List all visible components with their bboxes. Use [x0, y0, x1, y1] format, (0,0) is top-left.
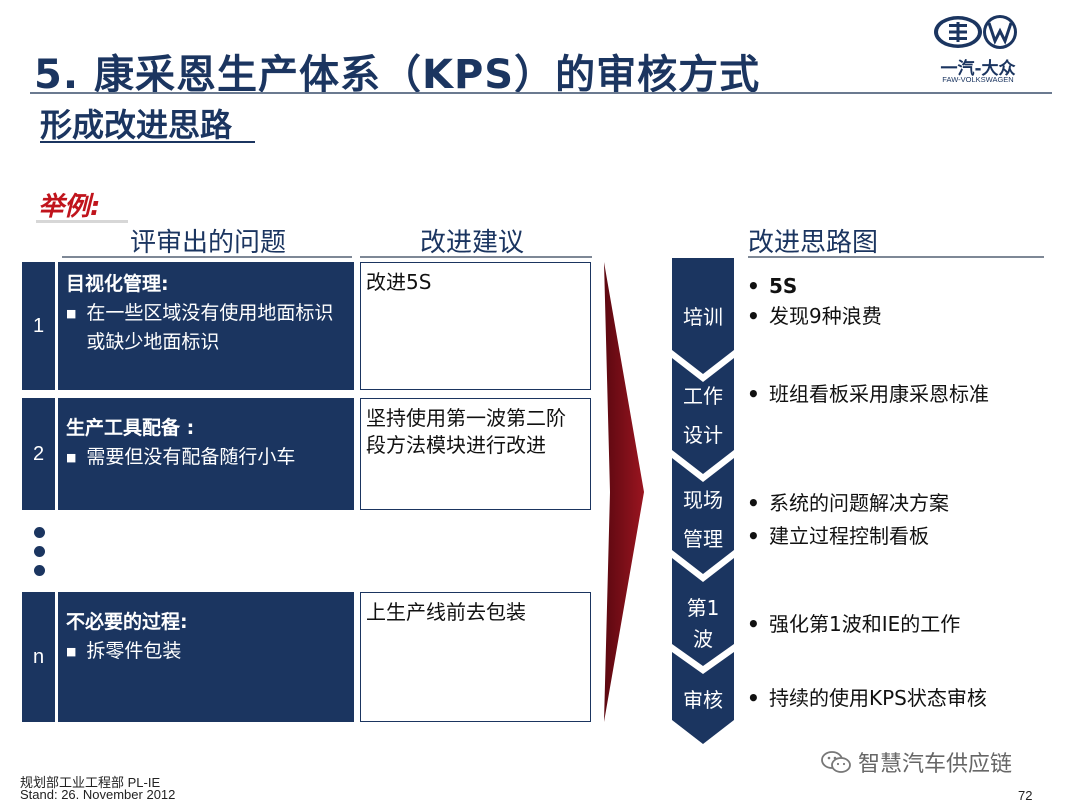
- step-label: 现场: [683, 488, 723, 512]
- page-number: 72: [1018, 788, 1033, 803]
- step-bullet-text: 强化第1波和IE的工作: [769, 612, 961, 636]
- watermark: 智慧汽车供应链: [820, 746, 1012, 778]
- step-label: 波: [693, 627, 713, 651]
- suggestion-card: 改进5S: [360, 262, 591, 390]
- red-arrow-icon: [604, 262, 644, 722]
- issue-card: 不必要的过程: ■ 拆零件包装: [58, 592, 354, 722]
- process-chevrons: [672, 258, 734, 744]
- suggestion-card: 上生产线前去包装: [360, 592, 591, 722]
- issues-column-rule: [62, 256, 352, 258]
- step-bullet-text: 持续的使用KPS状态审核: [769, 686, 987, 710]
- footer-date: Stand: 26. November 2012: [20, 787, 176, 802]
- issue-bullet: ■ 需要但没有配备随行小车: [66, 443, 346, 472]
- logo-emblems-icon: [934, 15, 1017, 49]
- example-underline: [36, 220, 128, 223]
- square-bullet-icon: ■: [66, 645, 77, 658]
- logo-subtext: FAW-VOLKSWAGEN: [942, 75, 1014, 84]
- row-number-badge: 1: [22, 262, 55, 390]
- issue-card: 目视化管理: ■ 在一些区域没有使用地面标识或缺少地面标识: [58, 262, 354, 390]
- issue-heading: 目视化管理:: [66, 273, 169, 295]
- mindmap-column-header: 改进思路图: [748, 228, 879, 258]
- bullet-glyph: •: [747, 686, 760, 710]
- page-title: 5. 康采恩生产体系（KPS）的审核方式: [34, 52, 761, 98]
- step-bullet: • 强化第1波和IE的工作: [747, 610, 1027, 638]
- step-bullet-text: 发现9种浪费: [769, 304, 882, 328]
- ellipsis-dot: [34, 527, 45, 538]
- issue-bullet-text: 在一些区域没有使用地面标识或缺少地面标识: [86, 302, 334, 353]
- title-divider: [30, 92, 1052, 94]
- step-label: 培训: [683, 305, 723, 329]
- footer-department: 规划部工业工程部 PL-IE: [20, 775, 161, 790]
- issue-bullet-text: 需要但没有配备随行小车: [86, 446, 296, 468]
- bullet-glyph: •: [747, 491, 760, 515]
- bullet-glyph: •: [747, 612, 760, 636]
- wechat-icon: [821, 751, 851, 773]
- square-bullet-icon: ■: [66, 307, 77, 320]
- step-bullet: • 5S: [747, 272, 1027, 300]
- mindmap-column-rule: [748, 256, 1044, 258]
- page-subtitle: 形成改进思路: [40, 106, 233, 144]
- step-bullet-text: 班组看板采用康采恩标准: [769, 382, 989, 406]
- chevron-step-5: [672, 652, 734, 744]
- suggestions-column-header: 改进建议: [420, 228, 525, 258]
- step-label: 设计: [683, 423, 723, 447]
- issue-bullet: ■ 在一些区域没有使用地面标识或缺少地面标识: [66, 299, 346, 357]
- step-bullet: • 发现9种浪费: [747, 302, 1027, 330]
- bullet-glyph: •: [747, 304, 760, 328]
- step-bullet: • 班组看板采用康采恩标准: [747, 380, 1019, 408]
- faw-vw-logo: 一汽-大众 FAW-VOLKSWAGEN: [928, 12, 1028, 84]
- step-bullet: • 系统的问题解决方案: [747, 489, 1027, 517]
- watermark-text: 智慧汽车供应链: [858, 752, 1013, 777]
- chevron-step-3: [672, 458, 734, 574]
- square-bullet-icon: ■: [66, 451, 77, 464]
- issue-bullet: ■ 拆零件包装: [66, 637, 346, 666]
- bullet-glyph: •: [747, 274, 760, 298]
- step-label: 第1: [686, 596, 720, 620]
- issue-bullet-text: 拆零件包装: [86, 640, 182, 662]
- logo-text: 一汽-大众: [940, 59, 1016, 79]
- issues-column-header: 评审出的问题: [130, 228, 287, 258]
- step-bullet-text: 建立过程控制看板: [769, 524, 929, 548]
- ellipsis-dot: [34, 546, 45, 557]
- issue-heading: 不必要的过程:: [66, 611, 188, 633]
- step-label: 审核: [683, 688, 723, 712]
- step-bullet: • 建立过程控制看板: [747, 522, 1027, 550]
- chevron-step-2: [672, 358, 734, 474]
- step-bullet-text: 5S: [769, 274, 798, 298]
- row-number-badge: 2: [22, 398, 55, 510]
- issue-heading: 生产工具配备 :: [66, 417, 195, 439]
- step-bullet: • 持续的使用KPS状态审核: [747, 684, 1019, 712]
- bullet-glyph: •: [747, 382, 760, 406]
- chevron-step-1: [672, 258, 734, 374]
- suggestion-card: 坚持使用第一波第二阶段方法模块进行改进: [360, 398, 591, 510]
- chevron-step-4: [672, 558, 734, 666]
- subtitle-underline: [40, 141, 255, 143]
- example-label: 举例:: [38, 192, 101, 222]
- step-label: 管理: [683, 527, 723, 551]
- step-label: 工作: [683, 384, 723, 408]
- row-number-badge: n: [22, 592, 55, 722]
- ellipsis-dot: [34, 565, 45, 576]
- issue-card: 生产工具配备 : ■ 需要但没有配备随行小车: [58, 398, 354, 510]
- suggestions-column-rule: [360, 256, 592, 258]
- bullet-glyph: •: [747, 524, 760, 548]
- step-bullet-text: 系统的问题解决方案: [769, 491, 949, 515]
